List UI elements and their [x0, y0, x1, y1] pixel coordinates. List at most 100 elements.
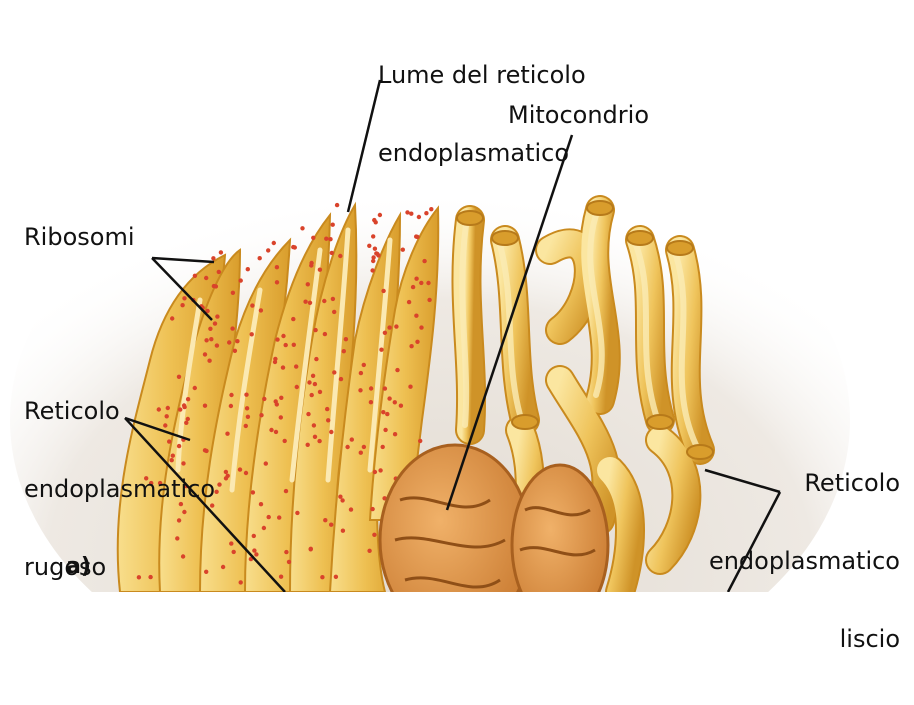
ribosome-dot — [287, 560, 291, 564]
ribosome-dot — [246, 415, 250, 419]
ribosome-dot — [182, 296, 186, 300]
ribosome-dot — [367, 244, 371, 248]
ribosome-dot — [338, 495, 342, 499]
ribosome-dot — [272, 241, 276, 245]
ribosome-dot — [340, 498, 344, 502]
ribosome-dot — [170, 316, 174, 320]
ribosome-dot — [229, 541, 233, 545]
ribosome-dot — [331, 297, 335, 301]
ribosome-dot — [238, 467, 242, 471]
ribosome-dot — [359, 451, 363, 455]
ribosome-dot — [279, 396, 283, 400]
ribosome-dot — [381, 445, 385, 449]
ribosome-dot — [215, 343, 219, 347]
ribosome-dot — [419, 325, 423, 329]
ribosome-dot — [419, 281, 423, 285]
ribosome-dot — [224, 476, 228, 480]
ribosome-dot — [209, 337, 213, 341]
ribosome-dot — [313, 435, 317, 439]
ribosome-dot — [427, 298, 431, 302]
ribosome-dot — [232, 550, 236, 554]
ribosome-dot — [281, 334, 285, 338]
label-lumen-line1: Lume del reticolo — [378, 62, 586, 88]
ribosome-dot — [295, 511, 299, 515]
ribosome-dot — [275, 337, 279, 341]
ribosome-dot — [284, 489, 288, 493]
ribosome-dot — [362, 445, 366, 449]
ribosome-dot — [225, 432, 229, 436]
ribosome-dot — [283, 439, 287, 443]
ribosome-dot — [266, 248, 270, 252]
ribosome-dot — [409, 344, 413, 348]
ribosome-dot — [312, 423, 316, 427]
ribosome-dot — [370, 507, 374, 511]
ribosome-dot — [215, 314, 219, 318]
ribosome-dot — [395, 368, 399, 372]
ribosome-dot — [309, 547, 313, 551]
ribosome-dot — [229, 404, 233, 408]
ribosome-dot — [350, 437, 354, 441]
ribosome-dot — [318, 390, 322, 394]
ribosome-dot — [259, 413, 263, 417]
mitochondrion-drawing — [380, 445, 608, 592]
ribosome-dot — [362, 363, 366, 367]
label-rough-er-line1: Reticolo — [24, 398, 215, 424]
ribosome-dot — [245, 406, 249, 410]
ribosome-dot — [359, 371, 363, 375]
ribosome-dot — [399, 404, 403, 408]
ribosome-dot — [300, 226, 304, 230]
ribosome-dot — [221, 565, 225, 569]
ribosome-dot — [407, 300, 411, 304]
ribosome-dot — [370, 268, 374, 272]
ribosome-dot — [401, 248, 405, 252]
ribosome-dot — [349, 507, 353, 511]
ribosome-dot — [393, 400, 397, 404]
ribosome-dot — [204, 338, 208, 342]
ribosome-dot — [379, 348, 383, 352]
ribosome-dot — [373, 247, 377, 251]
ribosome-dot — [314, 357, 318, 361]
ribosome-dot — [358, 388, 362, 392]
ribosome-dot — [375, 252, 379, 256]
ribosome-dot — [244, 471, 248, 475]
ribosome-dot — [371, 255, 375, 259]
ribosome-dot — [381, 289, 385, 293]
ribosome-dot — [330, 251, 334, 255]
ribosome-dot — [259, 308, 263, 312]
ribosome-dot — [251, 490, 255, 494]
ribosome-dot — [295, 385, 299, 389]
ribosome-dot — [415, 235, 419, 239]
ribosome-dot — [252, 548, 256, 552]
ribosome-dot — [231, 291, 235, 295]
ribosome-dot — [329, 430, 333, 434]
ribosome-dot — [281, 365, 285, 369]
ribosome-dot — [275, 402, 279, 406]
ribosome-dot — [274, 430, 278, 434]
ribosome-dot — [332, 370, 336, 374]
ribosome-dot — [415, 340, 419, 344]
ribosome-dot — [385, 412, 389, 416]
ribosome-dot — [369, 400, 373, 404]
ribosome-dot — [239, 278, 243, 282]
ribosome-dot — [219, 250, 223, 254]
ribosome-dot — [313, 328, 317, 332]
ribosome-dot — [323, 332, 327, 336]
ribosome-dot — [306, 443, 310, 447]
ribosome-dot — [341, 529, 345, 533]
ribosome-dot — [334, 575, 338, 579]
ribosome-dot — [414, 314, 418, 318]
ribosome-dot — [378, 468, 382, 472]
ribosome-dot — [193, 274, 197, 278]
ribosome-dot — [320, 575, 324, 579]
label-smooth-er-line2: endoplasmatico — [709, 548, 900, 574]
ribosome-dot — [332, 310, 336, 314]
ribosome-dot — [277, 515, 281, 519]
ribosome-dot — [387, 325, 391, 329]
ribosome-dot — [373, 470, 377, 474]
ribosome-dot — [306, 412, 310, 416]
ribosome-dot — [338, 254, 342, 258]
ribosome-dot — [254, 552, 258, 556]
ribosome-dot — [309, 263, 313, 267]
ribosome-dot — [308, 301, 312, 305]
ribosome-dot — [211, 256, 215, 260]
